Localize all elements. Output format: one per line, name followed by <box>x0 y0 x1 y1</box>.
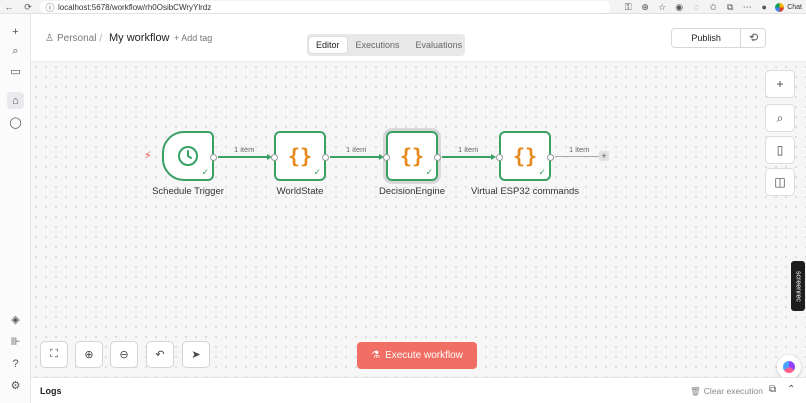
insights-icon[interactable]: ⊪ <box>10 336 21 348</box>
node-schedule-trigger[interactable]: ✓ <box>162 131 217 181</box>
bookmark-icon[interactable]: ☆ <box>658 1 667 12</box>
screenrec-widget[interactable]: screenrec <box>791 261 805 311</box>
extension-icon[interactable]: ◉ <box>675 1 684 12</box>
more-icon[interactable]: ⋯ <box>742 1 752 12</box>
success-check-icon: ✓ <box>313 167 321 177</box>
node-label: WorldState <box>276 186 324 197</box>
help-icon[interactable]: ? <box>12 357 19 370</box>
node-decisionengine[interactable]: {} ✓ <box>383 131 441 181</box>
history-icon[interactable]: ⟲ <box>749 32 759 44</box>
home-icon[interactable]: ⌂ <box>7 92 24 109</box>
node-label: Schedule Trigger <box>152 186 224 197</box>
chat-icon[interactable]: ◯ <box>9 117 22 129</box>
connection-arrow <box>491 154 496 160</box>
settings-icon[interactable]: ⚙ <box>10 380 21 392</box>
add-node-icon[interactable]: + <box>765 70 795 98</box>
ai-brain-icon <box>783 361 795 373</box>
trigger-bolt-icon: ⚡ <box>144 150 152 162</box>
favorites-icon[interactable]: ✩ <box>709 1 717 12</box>
add-icon[interactable]: + <box>12 25 19 38</box>
tidy-up-icon[interactable]: ➤ <box>182 341 210 368</box>
ai-assistant-button[interactable] <box>777 355 801 379</box>
code-braces-icon: {} <box>399 144 425 168</box>
back-icon[interactable]: ← <box>4 2 14 12</box>
connection-line[interactable] <box>218 156 269 158</box>
connection-arrow <box>267 154 272 160</box>
logs-title: Logs <box>40 386 62 396</box>
input-port[interactable] <box>271 154 278 161</box>
tab-editor[interactable]: Editor <box>309 37 347 53</box>
sidebar-toggle-icon[interactable]: ▭ <box>10 66 21 78</box>
output-port[interactable] <box>547 154 554 161</box>
node-worldstate[interactable]: {} ✓ <box>271 131 329 181</box>
success-check-icon: ✓ <box>538 167 546 177</box>
search-icon[interactable]: ⌕ <box>12 45 19 57</box>
execute-workflow-button[interactable]: ⚗ Execute workflow <box>357 342 477 369</box>
key-icon[interactable]: ⚿ <box>624 1 632 12</box>
success-check-icon: ✓ <box>425 167 433 177</box>
input-port[interactable] <box>496 154 503 161</box>
sticky-note-icon[interactable]: ▯ <box>765 136 795 164</box>
add-next-node-button[interactable]: + <box>599 151 609 161</box>
zoom-in-icon[interactable]: ⊕ <box>75 341 103 368</box>
input-port[interactable] <box>383 154 390 161</box>
breadcrumb-project[interactable]: ♙ Personal <box>45 33 97 44</box>
logs-panel[interactable]: Logs 🗑 Clear execution ⧉ ⌃ <box>31 377 806 403</box>
zoom-icon[interactable]: ⊕ <box>641 1 649 12</box>
panel-toggle-icon[interactable]: ◫ <box>765 168 795 196</box>
workflow-name[interactable]: My workflow <box>109 32 170 44</box>
view-tabs: Editor Executions Evaluations <box>307 34 465 56</box>
chat-button[interactable]: Chat <box>775 2 802 12</box>
connection-line[interactable] <box>442 156 493 158</box>
reload-icon[interactable]: ⟳ <box>24 1 32 12</box>
tab-evaluations[interactable]: Evaluations <box>415 40 463 50</box>
output-port[interactable] <box>434 154 441 161</box>
connection-arrow <box>379 154 384 160</box>
connection-label: 1 item <box>346 145 367 154</box>
left-sidebar: + ⌕ ▭ ⌂ ◯ ◈ ⊪ ? ⚙ <box>0 14 31 403</box>
address-bar[interactable]: ⓘ localhost:5678/workflow/rh0OsibCWryYlr… <box>40 1 610 13</box>
undo-icon[interactable]: ↶ <box>146 341 174 368</box>
collections-icon[interactable]: ⧉ <box>726 1 734 12</box>
connection-label: 1 item <box>234 145 255 154</box>
workflow-canvas[interactable]: + ⌕ ▯ ◫ ⚡ ✓ Schedule Trigger 1 item {} ✓… <box>31 62 806 379</box>
flask-icon: ⚗ <box>371 350 381 361</box>
chat-logo-icon <box>775 2 785 12</box>
publish-button[interactable]: Publish ⌄ <box>671 28 766 48</box>
profile-icon[interactable]: ● <box>761 2 767 12</box>
clock-icon <box>178 146 198 166</box>
browser-actions: ⚿ ⊕ ☆ ◉ ◌ ✩ ⧉ ⋯ ● Chat <box>622 1 802 13</box>
chevron-down-icon[interactable]: ⌄ <box>749 33 757 43</box>
trailing-connection-line <box>555 156 599 157</box>
breadcrumb-separator: / <box>99 31 103 45</box>
output-port[interactable] <box>322 154 329 161</box>
clear-execution-button[interactable]: 🗑 Clear execution <box>690 386 763 396</box>
chevron-up-icon[interactable]: ⌃ <box>787 384 796 395</box>
browser-toolbar: ← ⟳ ⓘ localhost:5678/workflow/rh0OsibCWr… <box>0 0 806 14</box>
url-text: localhost:5678/workflow/rh0OsibCWryYlrdz <box>58 2 212 12</box>
search-nodes-icon[interactable]: ⌕ <box>765 104 795 132</box>
output-port[interactable] <box>210 154 217 161</box>
zoom-out-icon[interactable]: ⊖ <box>110 341 138 368</box>
node-virtual-esp32-commands[interactable]: {} ✓ <box>496 131 554 181</box>
code-braces-icon: {} <box>287 144 313 168</box>
node-label: DecisionEngine <box>378 186 445 197</box>
connection-label: 1 item <box>569 145 590 154</box>
templates-icon[interactable]: ◈ <box>11 314 20 326</box>
sync-icon[interactable]: ◌ <box>693 2 699 12</box>
trash-icon: 🗑 <box>690 386 701 396</box>
add-tag-button[interactable]: + Add tag <box>174 33 213 43</box>
person-icon: ♙ <box>45 33 54 44</box>
tab-executions[interactable]: Executions <box>355 40 400 50</box>
site-info-icon[interactable]: ⓘ <box>45 2 55 13</box>
success-check-icon: ✓ <box>201 167 209 177</box>
fit-view-icon[interactable]: ⛶ <box>40 341 68 368</box>
code-braces-icon: {} <box>512 144 538 168</box>
connection-line[interactable] <box>330 156 381 158</box>
node-label: Virtual ESP32 commands <box>470 186 580 197</box>
popout-icon[interactable]: ⧉ <box>769 384 777 395</box>
connection-label: 1 item <box>458 145 479 154</box>
